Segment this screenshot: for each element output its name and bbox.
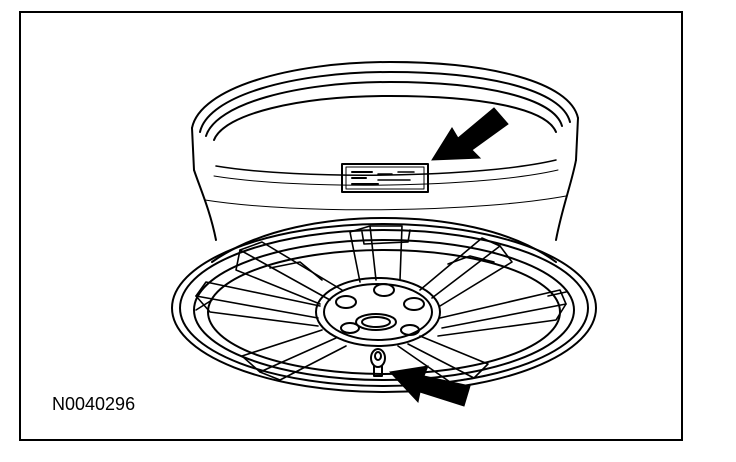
wheel-front-rim bbox=[171, 217, 597, 393]
figure-id-label: N0040296 bbox=[52, 394, 136, 414]
wheel-spokes bbox=[195, 225, 567, 383]
arrow-to-label-icon bbox=[431, 107, 509, 161]
tire-pressure-label-icon bbox=[341, 163, 429, 193]
arrow-to-valve-icon bbox=[388, 365, 471, 407]
valve-stem-icon bbox=[370, 348, 386, 377]
wheel-barrel bbox=[193, 159, 577, 241]
wheel-rear-rim bbox=[191, 61, 579, 171]
wheel-hub bbox=[315, 277, 441, 347]
figure-frame bbox=[19, 11, 683, 441]
